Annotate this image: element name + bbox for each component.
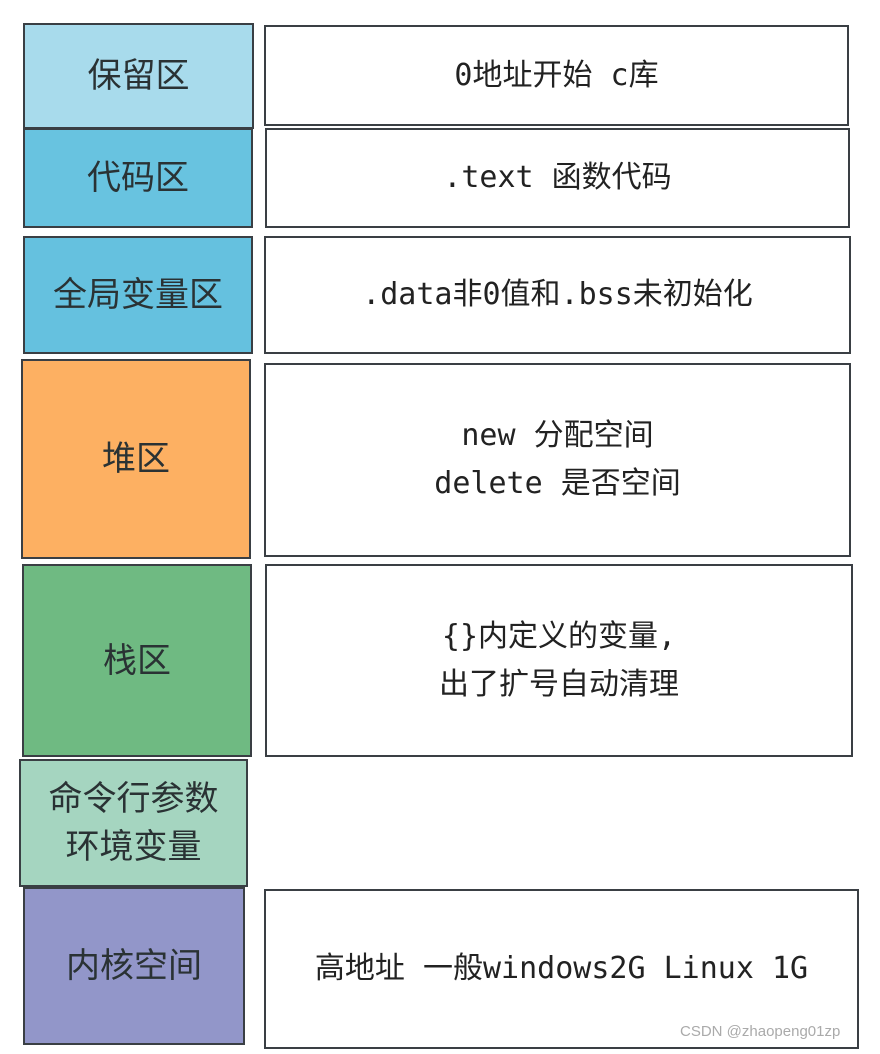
segment-heap: 堆区 [21,359,251,559]
segment-global-description: .data非0值和.bss未初始化 [264,236,851,354]
watermark: CSDN @zhaopeng01zp [680,1023,841,1040]
segment-global: 全局变量区 [23,236,253,354]
segment-heap-description: new 分配空间 delete 是否空间 [264,363,851,557]
segment-stack: 栈区 [22,564,252,757]
segment-reserved-description: 0地址开始 c库 [264,25,849,126]
segment-args-env: 命令行参数 环境变量 [19,759,248,887]
segment-stack-description: {}内定义的变量, 出了扩号自动清理 [265,564,853,757]
segment-reserved: 保留区 [23,23,254,129]
segment-kernel-description: 高地址 一般windows2G Linux 1G [264,889,859,1049]
segment-kernel: 内核空间 [23,887,245,1045]
segment-code: 代码区 [23,128,253,228]
segment-code-description: .text 函数代码 [265,128,850,228]
